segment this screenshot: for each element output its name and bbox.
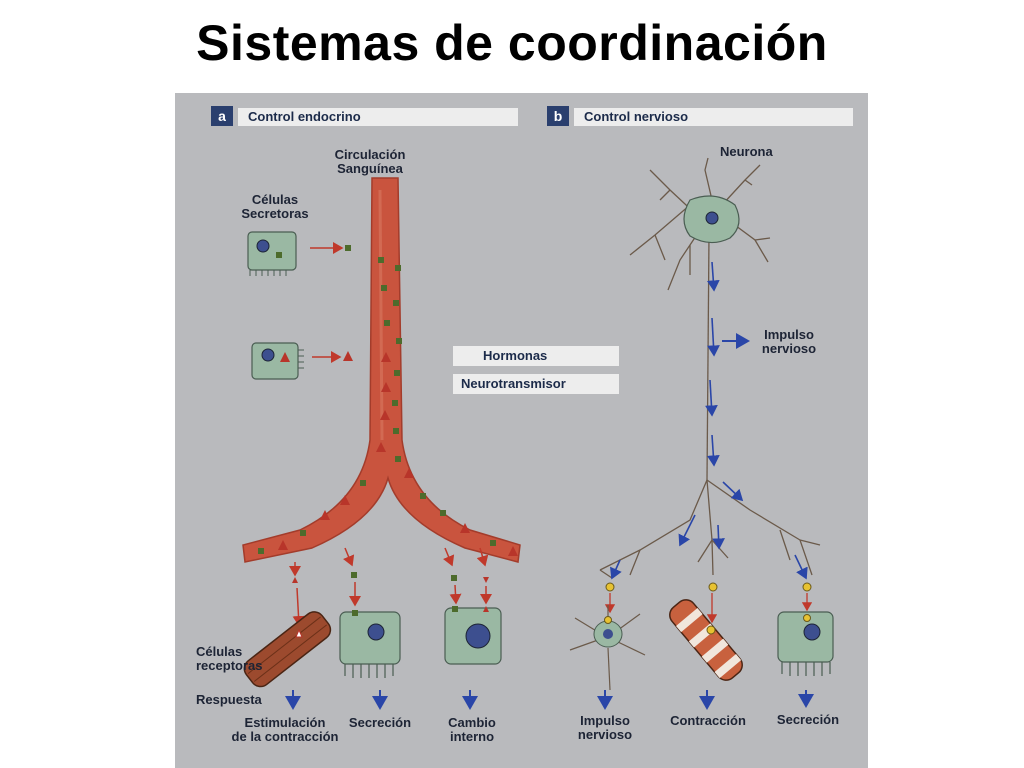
impulse-label-line2: nervioso — [761, 341, 817, 356]
output-stimulation-line2: de la contracción — [231, 729, 339, 744]
output-internal-change-line2: interno — [449, 729, 495, 744]
output-internal-change-line1: Cambio — [448, 715, 496, 730]
legend-hormones-label: Hormonas — [483, 348, 548, 363]
secretion-receptor-cell — [339, 610, 401, 678]
panel-b-letter: b — [547, 106, 569, 126]
page-title: Sistemas de coordinación — [196, 15, 828, 71]
vessel-hormones — [258, 257, 518, 556]
impulse-label-line1: Impulso — [764, 327, 814, 342]
output-secretion-b: Secreción — [776, 712, 840, 727]
target-neuron — [569, 605, 646, 691]
legend-hormones: Hormonas — [453, 346, 619, 366]
output-impulse-line1: Impulso — [580, 713, 630, 728]
target-muscle — [669, 599, 743, 681]
neuron-label: Neurona — [720, 144, 773, 159]
response-label: Respuesta — [196, 692, 262, 707]
impulse-arrows — [610, 261, 808, 580]
panel-b-header: Control nervioso — [574, 108, 853, 126]
legend-neurotransmitter: Neurotransmisor — [453, 374, 619, 394]
panel-a-letter: a — [211, 106, 233, 126]
output-contraction: Contracción — [670, 713, 746, 728]
panel-a-header: Control endocrino — [238, 108, 518, 126]
secretory-cells-label-1: Células — [251, 192, 299, 207]
secretory-cells-label-2: Secretoras — [241, 206, 309, 221]
output-impulse-line2: nervioso — [577, 727, 633, 742]
receptor-cells-label-1: Células — [196, 644, 243, 659]
secretory-cell-1 — [247, 231, 297, 276]
neuron — [599, 157, 821, 579]
secretory-cell-2 — [251, 342, 304, 380]
output-stimulation-line1: Estimulación — [244, 715, 326, 730]
circulation-label: Circulación Sanguínea — [334, 147, 406, 176]
target-secretory-cell — [777, 611, 834, 676]
muscle-fiber-receptor — [243, 611, 332, 688]
output-secretion-a: Secreción — [348, 715, 412, 730]
legend-neurotransmitter-label: Neurotransmisor — [461, 376, 566, 391]
receptor-cells-label-2: receptoras — [196, 658, 263, 673]
internal-change-receptor-cell — [444, 606, 502, 665]
